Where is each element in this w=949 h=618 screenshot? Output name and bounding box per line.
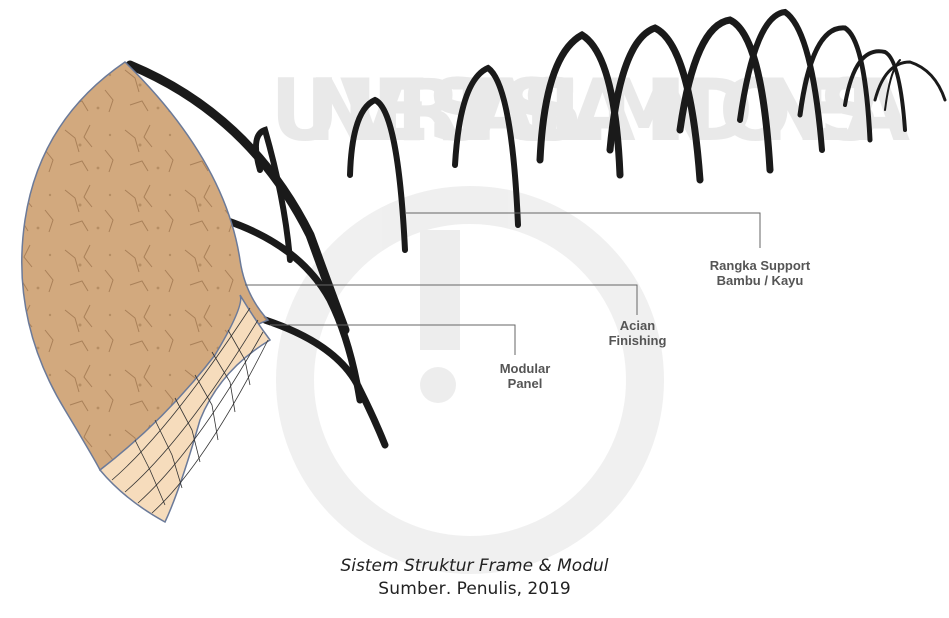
caption-source-label: Sumber	[378, 579, 446, 599]
label-acian-line1: Acian	[590, 318, 685, 333]
label-rangka-line2: Bambu / Kayu	[695, 273, 825, 288]
label-modular-line1: Modular	[480, 361, 570, 376]
label-modular-line2: Panel	[480, 376, 570, 391]
label-rangka-support: Rangka Support Bambu / Kayu	[695, 258, 825, 288]
caption-source: Sumber. Penulis, 2019	[0, 578, 949, 600]
watermark-center-dot	[420, 367, 456, 403]
caption-source-text: . Penulis, 2019	[446, 579, 571, 599]
label-acian-finishing: Acian Finishing	[590, 318, 685, 348]
watermark-ring	[295, 205, 645, 555]
watermark-center-bar	[420, 230, 460, 350]
label-modular-panel: Modular Panel	[480, 361, 570, 391]
label-acian-line2: Finishing	[590, 333, 685, 348]
caption-title: Sistem Struktur Frame & Modul	[0, 555, 949, 577]
label-rangka-line1: Rangka Support	[695, 258, 825, 273]
watermark-group	[295, 205, 645, 555]
